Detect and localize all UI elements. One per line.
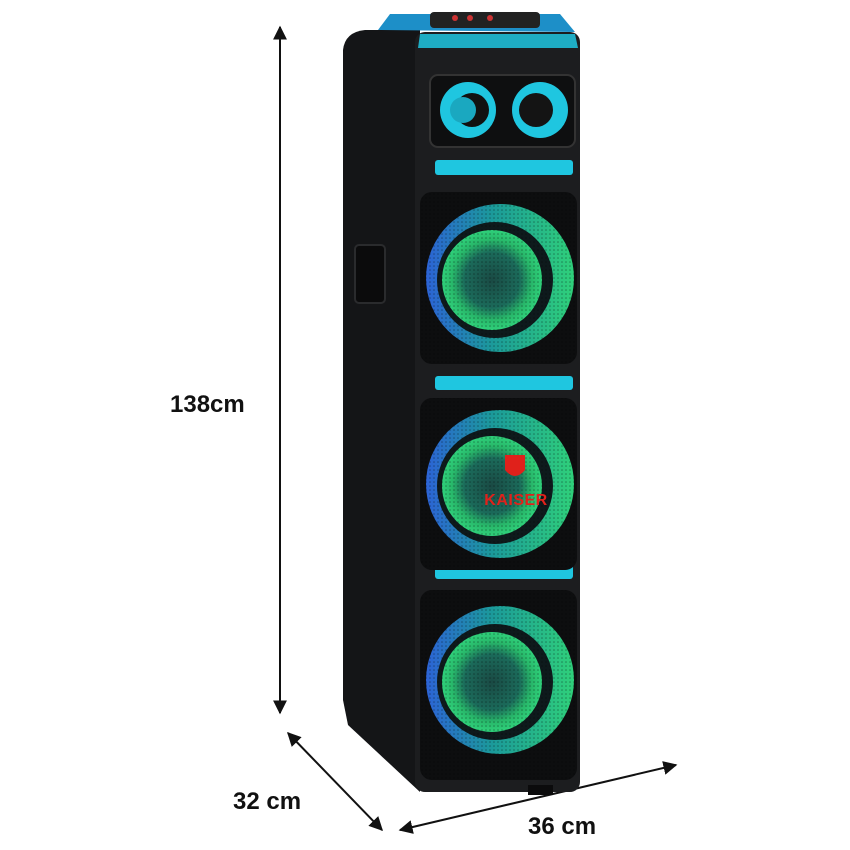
- light-bar: [435, 160, 573, 175]
- depth-label: 32 cm: [233, 788, 302, 815]
- speaker-side-panel: [343, 30, 420, 792]
- svg-text:KAISER: KAISER: [484, 492, 547, 509]
- woofer-middle: [420, 398, 577, 570]
- woofer-top: [420, 192, 577, 364]
- kaiser-logo: KAISER: [484, 455, 547, 509]
- light-bar: [435, 376, 573, 390]
- side-handle: [354, 244, 386, 304]
- depth-arrow: [287, 731, 383, 832]
- woofer-bottom: [420, 590, 577, 780]
- width-arrow: [398, 761, 678, 834]
- height-label: 138cm: [170, 391, 245, 418]
- width-label: 36 cm: [528, 813, 597, 840]
